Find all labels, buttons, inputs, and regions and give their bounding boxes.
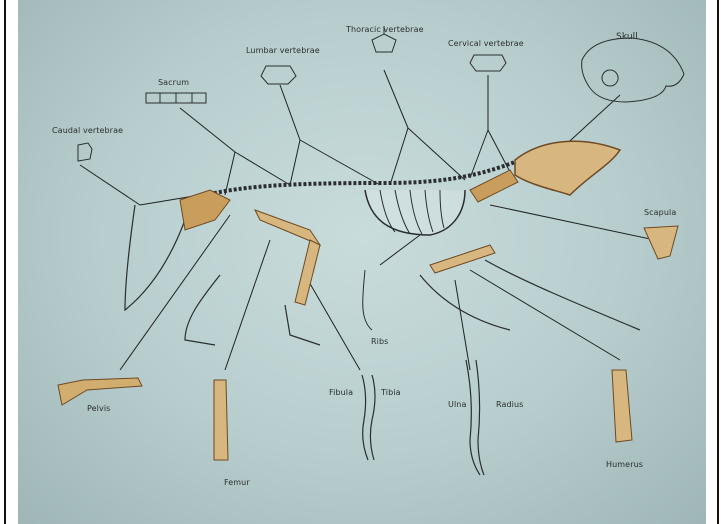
fibula-drawing: [362, 375, 368, 460]
label-ulna: Ulna: [448, 400, 466, 409]
label-femur: Femur: [224, 478, 250, 487]
label-ribs: Ribs: [371, 337, 388, 346]
tibia-drawing: [370, 375, 375, 460]
label-lumbar-vertebrae: Lumbar vertebrae: [246, 46, 320, 55]
bone-icons: [78, 26, 684, 161]
cervical-vertebra-icon: [470, 55, 506, 71]
radius-drawing: [476, 360, 484, 475]
label-caudal-vertebrae: Caudal vertebrae: [52, 126, 123, 135]
label-humerus: Humerus: [606, 460, 643, 469]
label-sacrum: Sacrum: [158, 78, 189, 87]
label-fibula: Fibula: [329, 388, 353, 397]
label-tibia: Tibia: [381, 388, 401, 397]
label-pelvis: Pelvis: [87, 404, 110, 413]
caudal-vertebra-icon: [78, 143, 92, 161]
label-radius: Radius: [496, 400, 523, 409]
label-skull: Skull: [616, 32, 638, 42]
mounted-skeleton: [125, 141, 640, 345]
label-scapula: Scapula: [644, 208, 676, 217]
femur-bone: [214, 380, 228, 460]
label-cervical-vertebrae: Cervical vertebrae: [448, 39, 524, 48]
spine-line: [190, 160, 520, 200]
skull-icon: [582, 38, 684, 102]
humerus-bone: [612, 370, 632, 442]
lumbar-vertebra-icon: [261, 66, 296, 84]
sacrum-icon: [146, 93, 206, 103]
label-thoracic-vertebrae: Thoracic vertebrae: [346, 25, 424, 34]
skull-bone: [515, 141, 620, 195]
scapula-bone: [644, 226, 678, 259]
forearm-bone: [430, 245, 495, 273]
pelvis-bone: [58, 378, 142, 405]
loose-bones: [58, 226, 678, 475]
ribcage: [365, 190, 465, 235]
tail-drawing: [125, 205, 185, 310]
